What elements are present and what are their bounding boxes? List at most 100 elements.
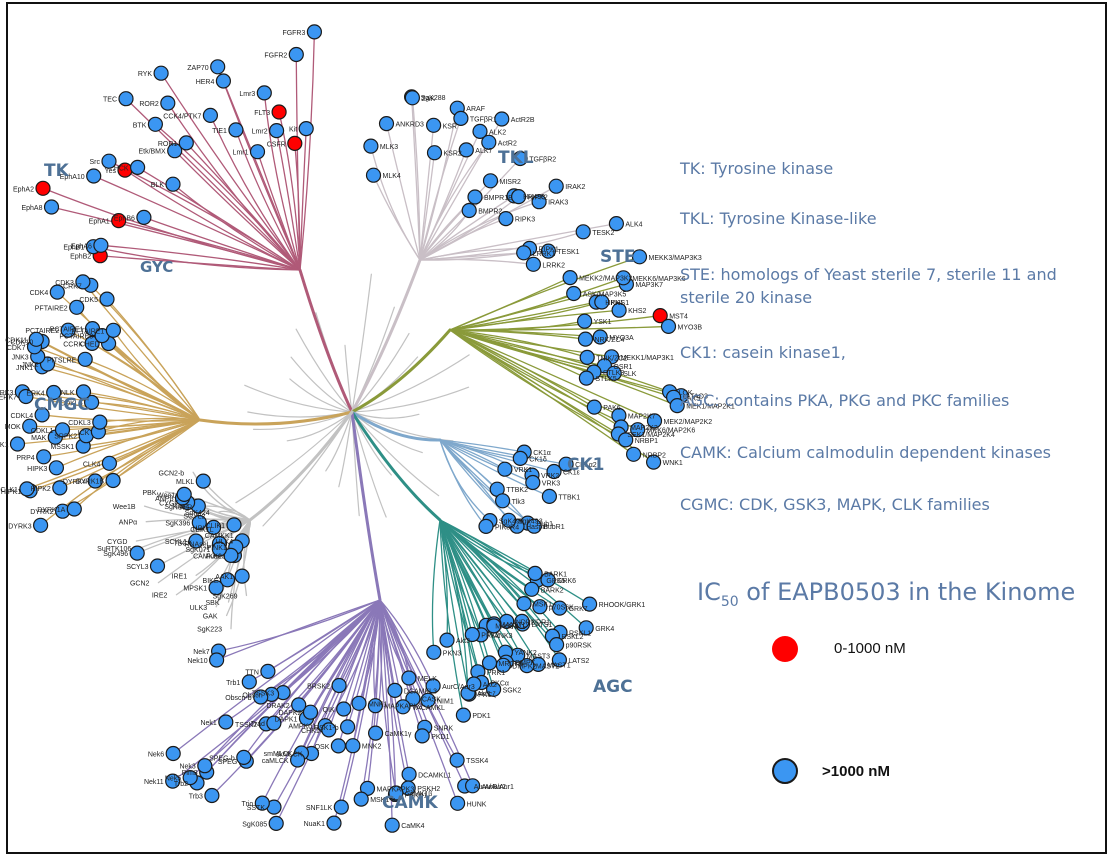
kinase-node-blue: [182, 769, 198, 786]
kinase-label: smMLCK: [264, 751, 293, 758]
kinase-node-blue: [581, 596, 598, 612]
kinase-label: DRAK2: [266, 703, 289, 710]
kinase-label: SgK496: [499, 519, 524, 526]
kinase-label: YANK1: [503, 624, 526, 631]
legend-tk: TK: Tyrosine kinase: [680, 159, 834, 178]
branch-line: [248, 410, 354, 522]
kinase-label: TIE1: [212, 128, 227, 135]
kinase-label: NIM1: [437, 698, 454, 705]
kinase-node-red: [652, 308, 668, 324]
branch-line: [419, 201, 540, 261]
kinase-node-blue: [660, 318, 677, 334]
kinase-label: RSKL1: [569, 630, 591, 637]
branch-line: [244, 384, 353, 413]
kinase-label: Trad: [251, 721, 265, 728]
kinase-label: CHK1: [301, 728, 320, 735]
branch-line: [256, 151, 301, 271]
kinase-node-blue: [215, 73, 231, 89]
kinase-node-blue: [331, 677, 347, 694]
kinase-node-blue: [525, 256, 542, 272]
branch-line: [439, 519, 495, 690]
kinase-label: Yes: [105, 168, 117, 175]
kinase-node-blue: [510, 189, 527, 205]
branch-line: [92, 246, 301, 271]
kinase-label: PKCα: [491, 681, 509, 688]
kinase-label: ERK4: [26, 391, 44, 398]
kinase-node-blue: [532, 599, 548, 615]
legend-ste-line2: sterile 20 kinase: [680, 288, 813, 307]
kinase-node-blue: [367, 698, 383, 714]
ic50-prefix: IC: [697, 578, 721, 606]
kinase-node-blue: [481, 655, 498, 671]
legend-ste-line1: STE: homologs of Yeast sterile 7, steril…: [680, 265, 1057, 284]
branch-line: [449, 329, 656, 422]
branch-line: [143, 216, 301, 271]
kinase-node-blue: [615, 270, 632, 286]
kinase-label: ANPα: [119, 520, 137, 527]
kinase-label: CaMK1β: [405, 791, 432, 798]
kinase-node-red: [287, 135, 303, 151]
branch-line: [136, 166, 301, 271]
kinase-label: PAK6: [603, 405, 620, 412]
kinase-node-blue: [266, 715, 282, 731]
kinase-label: PCTAIRE2: [25, 328, 59, 335]
kinase-label: NLK: [61, 390, 75, 397]
kinase-label: CK1δ: [529, 456, 547, 463]
legend-camk: CAMK: Calcium calmodulin dependent kinas…: [680, 443, 1052, 462]
kinase-label: Tlk3: [512, 499, 525, 506]
kinase-label: SBK: [205, 600, 219, 607]
kinase-label: EphA8: [21, 205, 42, 212]
kinase-label: TSSK3: [252, 691, 274, 698]
kinase-label: PDK1: [472, 713, 490, 720]
kinase-label: RIPK2: [528, 195, 548, 202]
legend-tkl: TKL: Tyrosine Kinase-like: [680, 209, 877, 228]
kinase-node-blue: [219, 572, 236, 588]
kinase-labels: EphB2EphB1EphA6EphA8EphA2EphA1EphA10EphB…: [0, 30, 735, 830]
kinase-node-blue: [562, 270, 578, 286]
kinase-node-blue: [578, 620, 594, 636]
kinase-node-blue: [269, 123, 285, 139]
branch-line: [290, 356, 353, 413]
kinase-label: TGFβR2: [529, 157, 556, 164]
kinase-label: MAP3K7: [635, 282, 663, 289]
kinase-node-blue: [236, 749, 252, 766]
kinase-node-blue: [291, 697, 307, 713]
kinase-label: Nek3: [179, 764, 195, 771]
kinase-label: NDR1: [531, 619, 550, 626]
kinase-label: Trio: [242, 801, 254, 808]
branch-line: [338, 411, 353, 488]
kinase-label: PRK1: [487, 670, 505, 677]
kinase-label: FGFR3: [282, 30, 305, 37]
branch-line: [298, 268, 354, 414]
kinase-label: ROR2: [139, 101, 159, 108]
kinase-label: MRCKβ: [499, 661, 524, 668]
branch-line: [263, 92, 301, 271]
kinase-node-blue: [630, 422, 646, 438]
kinase-label: MNK2: [362, 744, 382, 751]
kinase-label: DMPK: [515, 660, 536, 667]
kinase-label: Akt2: [483, 682, 497, 689]
kinase-label: CRK7: [63, 283, 82, 290]
branch-line: [419, 180, 492, 261]
kinase-label: Etk/BMX: [138, 149, 166, 156]
branch-line: [439, 519, 558, 646]
kinase-node-blue: [206, 519, 222, 536]
kinase-label: Obscn: [242, 692, 262, 699]
kinase-label: p70S6K: [549, 605, 574, 612]
kinase-node-blue: [86, 168, 102, 184]
kinase-node-blue: [618, 432, 634, 448]
kinase-node-blue: [160, 95, 176, 111]
kinase-label: MAPKAPK2: [384, 704, 422, 711]
branch-line: [350, 328, 452, 414]
kinase-node-blue: [54, 422, 71, 438]
kinase-label: DAPK1: [275, 716, 298, 723]
kinase-label: BTK: [133, 122, 147, 129]
kinase-label: BARK1: [544, 571, 567, 578]
kinase-node-blue: [401, 766, 417, 782]
branch-line: [351, 411, 387, 518]
kinase-label: Fused: [206, 554, 226, 561]
kinase-label: SRPK2: [54, 434, 77, 441]
kinase-node-blue: [28, 331, 44, 347]
kinase-label: BubR1: [543, 524, 565, 531]
kinase-node-blue: [426, 145, 443, 161]
